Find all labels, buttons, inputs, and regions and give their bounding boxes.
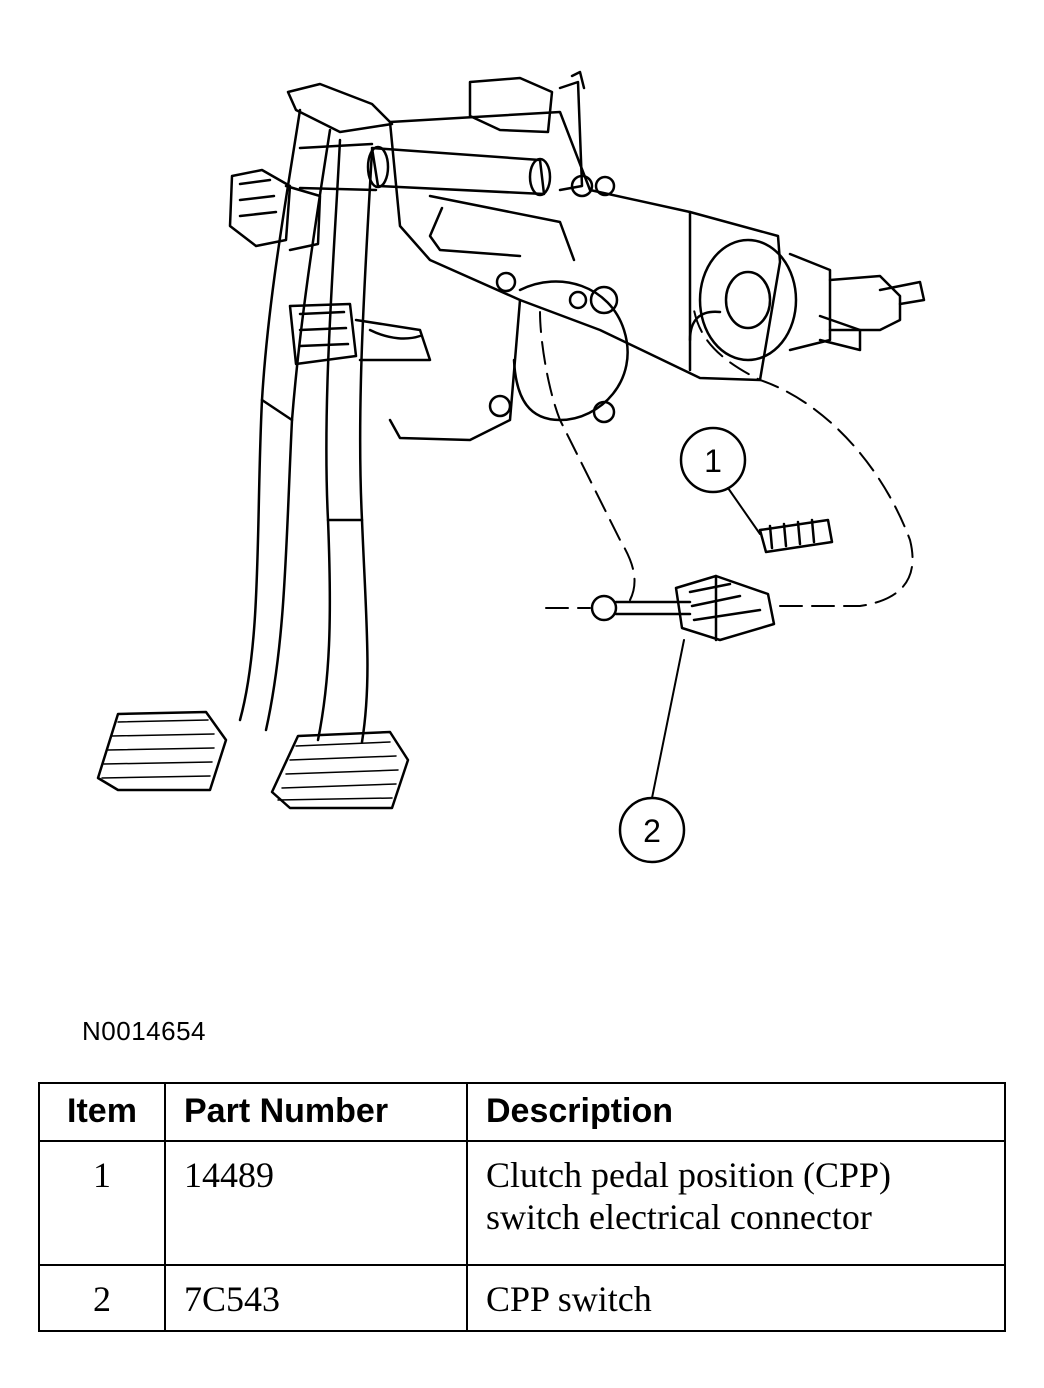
clutch-pedal-pad [96, 710, 228, 792]
table-header-row: Item Part Number Description [38, 1082, 1006, 1142]
row-item: 1 [38, 1140, 166, 1266]
cpp-switch [590, 574, 776, 642]
header-description: Description [466, 1082, 1006, 1142]
header-part-number: Part Number [164, 1082, 468, 1142]
table-row: 2 7C543 CPP switch [38, 1264, 1006, 1332]
callout-1: 1 [679, 426, 761, 535]
row-item: 2 [38, 1264, 166, 1332]
cpp-switch-connector [758, 518, 834, 554]
pedal-bracket [286, 70, 926, 442]
upper-switch-connector [228, 168, 322, 252]
callout-1-label: 1 [704, 443, 722, 479]
callout-2-label: 2 [643, 813, 661, 849]
callout-2: 2 [618, 639, 686, 864]
description-line: CPP switch [486, 1279, 652, 1319]
row-part-number: 7C543 [164, 1264, 468, 1332]
header-item: Item [38, 1082, 166, 1142]
row-description: CPP switch [466, 1264, 1006, 1332]
harness-connector [288, 302, 432, 366]
figure-id: N0014654 [82, 1016, 206, 1046]
clutch-pedal-assembly-illustration: 1 2 [96, 70, 926, 864]
row-part-number: 14489 [164, 1140, 468, 1266]
description-line: switch electrical connector [486, 1197, 872, 1237]
parts-table: Item Part Number Description 1 14489 Clu… [38, 1082, 1006, 1332]
brake-pedal-pad [270, 730, 410, 810]
table-row: 1 14489 Clutch pedal position (CPP) swit… [38, 1140, 1006, 1266]
pedal-arms [238, 108, 374, 744]
description-line: Clutch pedal position (CPP) [486, 1155, 891, 1195]
installation-lines [539, 309, 914, 609]
row-description: Clutch pedal position (CPP) switch elect… [466, 1140, 1006, 1266]
